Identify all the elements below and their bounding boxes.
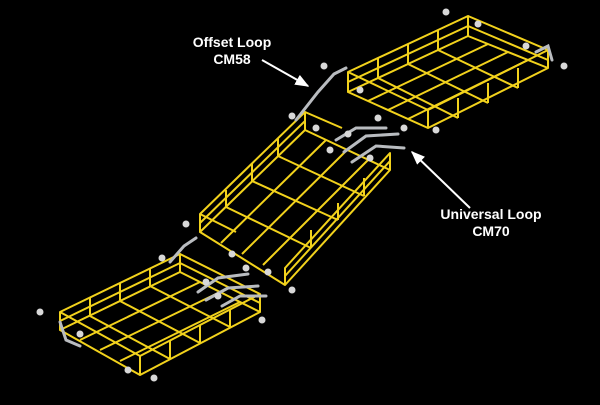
- bolt: [344, 130, 352, 138]
- bolt: [76, 330, 84, 338]
- offset-loop-code: CM58: [213, 51, 251, 67]
- universal-loop-lower-1: [196, 272, 250, 294]
- bolt: [366, 154, 374, 162]
- bolt: [36, 308, 44, 316]
- bolt: [474, 20, 482, 28]
- bolt: [326, 146, 334, 154]
- bolt: [264, 268, 272, 276]
- offset-loop-name: Offset Loop: [192, 34, 272, 50]
- bolt: [258, 316, 266, 324]
- bolt: [214, 292, 222, 300]
- connector-loops: [58, 43, 554, 348]
- bolt: [374, 114, 382, 122]
- bolt: [150, 374, 158, 382]
- bolt: [288, 112, 296, 120]
- bolt: [312, 124, 320, 132]
- bolt: [182, 220, 190, 228]
- bolt: [242, 264, 250, 272]
- bolt: [432, 126, 440, 134]
- universal-loop-name: Universal Loop: [440, 206, 542, 222]
- offset-loop-arrow: [261, 59, 310, 87]
- universal-loop-lower-3: [220, 294, 268, 308]
- offset-loop-upper: [294, 66, 348, 122]
- universal-loop-upper-1: [334, 126, 388, 142]
- bolt: [124, 366, 132, 374]
- callout-arrows: [261, 59, 471, 209]
- bolt: [560, 62, 568, 70]
- bolt: [288, 286, 296, 294]
- bolt: [356, 86, 364, 94]
- universal-loop-code: CM70: [472, 223, 510, 239]
- lower-tray-section: [59, 253, 261, 376]
- universal-loop-upper-2: [342, 132, 400, 154]
- offset-loop-label: Offset Loop CM58: [183, 34, 281, 68]
- middle-tray-section: [199, 111, 391, 286]
- universal-loop-lower-2: [204, 284, 260, 302]
- bolt: [522, 42, 530, 50]
- universal-loop-label: Universal Loop CM70: [428, 206, 554, 240]
- end-loop-left: [58, 320, 82, 348]
- bolt: [202, 278, 210, 286]
- bolt: [442, 8, 450, 16]
- bolt: [320, 62, 328, 70]
- bolt: [228, 250, 236, 258]
- offset-loop-lower: [168, 236, 198, 264]
- universal-loop-upper-3: [350, 144, 406, 164]
- universal-loop-arrow: [410, 151, 471, 209]
- end-loop-right: [534, 43, 554, 62]
- bolt: [158, 254, 166, 262]
- bolts: [36, 8, 568, 382]
- bolt: [400, 124, 408, 132]
- upper-tray-section: [347, 15, 549, 129]
